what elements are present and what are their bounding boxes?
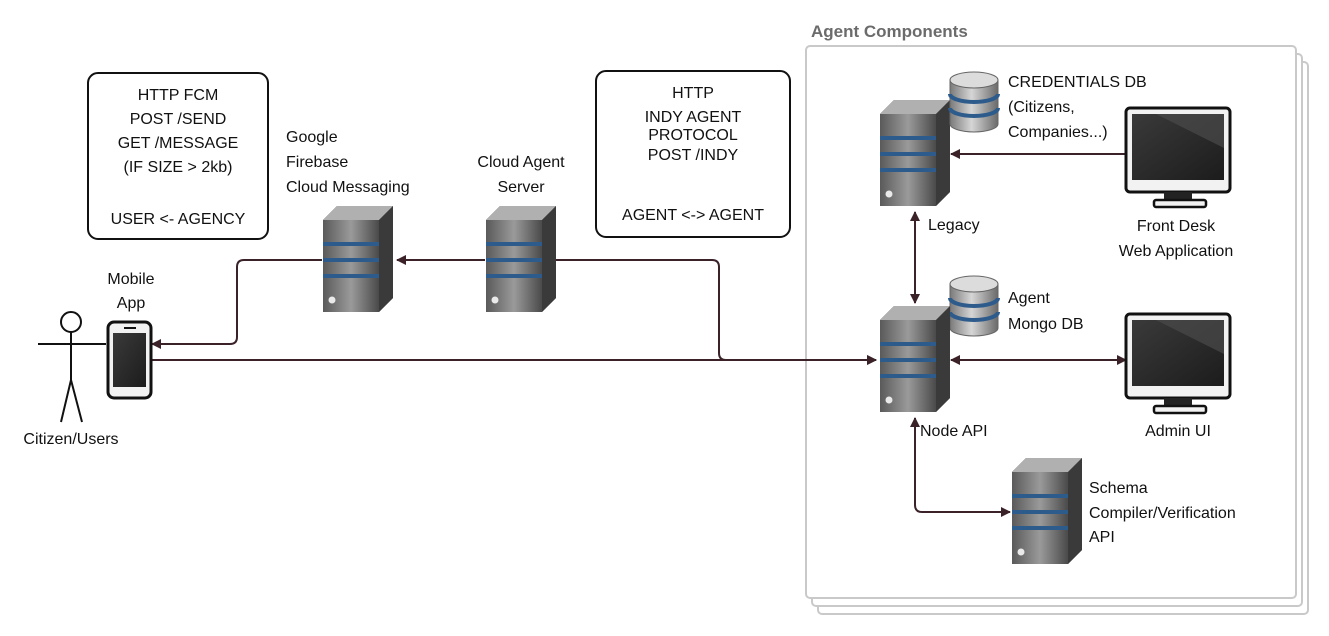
agent-db-label: Agent (1008, 290, 1050, 307)
http-fcm-line: POST /SEND (130, 111, 227, 128)
credentials-db-label: Companies...) (1008, 124, 1108, 141)
schema-label: API (1089, 529, 1115, 546)
admin-ui-label: Admin UI (1145, 423, 1211, 440)
http-fcm-line: GET /MESSAGE (118, 135, 239, 152)
mobile-app-label: App (117, 295, 146, 312)
schema-label: Schema (1089, 480, 1148, 497)
admin-ui-monitor-icon (1124, 312, 1232, 415)
schema-label: Compiler/Verification (1089, 505, 1236, 522)
agent-db-label: Mongo DB (1008, 316, 1084, 333)
firebase-label: Cloud Messaging (286, 179, 410, 196)
citizen-user-icon (38, 311, 106, 423)
firebase-label: Google (286, 129, 338, 146)
cloud-agent-label: Cloud Agent (477, 154, 565, 171)
node-api-server-icon (880, 306, 950, 412)
front-desk-label: Front Desk (1137, 218, 1216, 235)
http-fcm-line: HTTP FCM (138, 87, 219, 104)
http-indy-line: POST /INDY (648, 147, 739, 164)
legacy-label: Legacy (928, 217, 980, 234)
group-title: Agent Components (811, 22, 968, 41)
credentials-db-label: CREDENTIALS DB (1008, 74, 1147, 91)
node-api-label: Node API (920, 423, 988, 440)
cloud-agent-server-icon (486, 206, 556, 312)
http-indy-line: INDY AGENT (645, 109, 742, 126)
connector-node-schema (910, 417, 1011, 517)
citizen-label: Citizen/Users (23, 431, 118, 448)
credentials-db-label: (Citizens, (1008, 99, 1075, 116)
firebase-server-icon (323, 206, 393, 312)
connector-firebase-to-mobile (151, 259, 322, 349)
http-indy-line: AGENT <-> AGENT (622, 207, 764, 224)
legacy-server-icon (880, 100, 950, 206)
cloud-agent-label: Server (497, 179, 545, 196)
http-fcm-box: HTTP FCM POST /SEND GET /MESSAGE (IF SIZ… (87, 72, 269, 240)
http-fcm-line: USER <- AGENCY (111, 211, 246, 228)
mobile-app-label: Mobile (107, 271, 154, 288)
http-indy-line: HTTP (672, 85, 714, 102)
credentials-db-icon (948, 70, 1000, 134)
schema-server-icon (1012, 458, 1082, 564)
mobile-phone-icon (106, 320, 153, 400)
front-desk-label: Web Application (1119, 243, 1233, 260)
http-fcm-line: (IF SIZE > 2kb) (124, 159, 233, 176)
http-indy-line: PROTOCOL (648, 127, 738, 144)
connectors (151, 149, 1127, 517)
firebase-label: Firebase (286, 154, 348, 171)
agent-db-icon (948, 274, 1000, 338)
front-desk-monitor-icon (1124, 106, 1232, 209)
http-indy-box: HTTP INDY AGENT PROTOCOL POST /INDY AGEN… (595, 70, 791, 238)
